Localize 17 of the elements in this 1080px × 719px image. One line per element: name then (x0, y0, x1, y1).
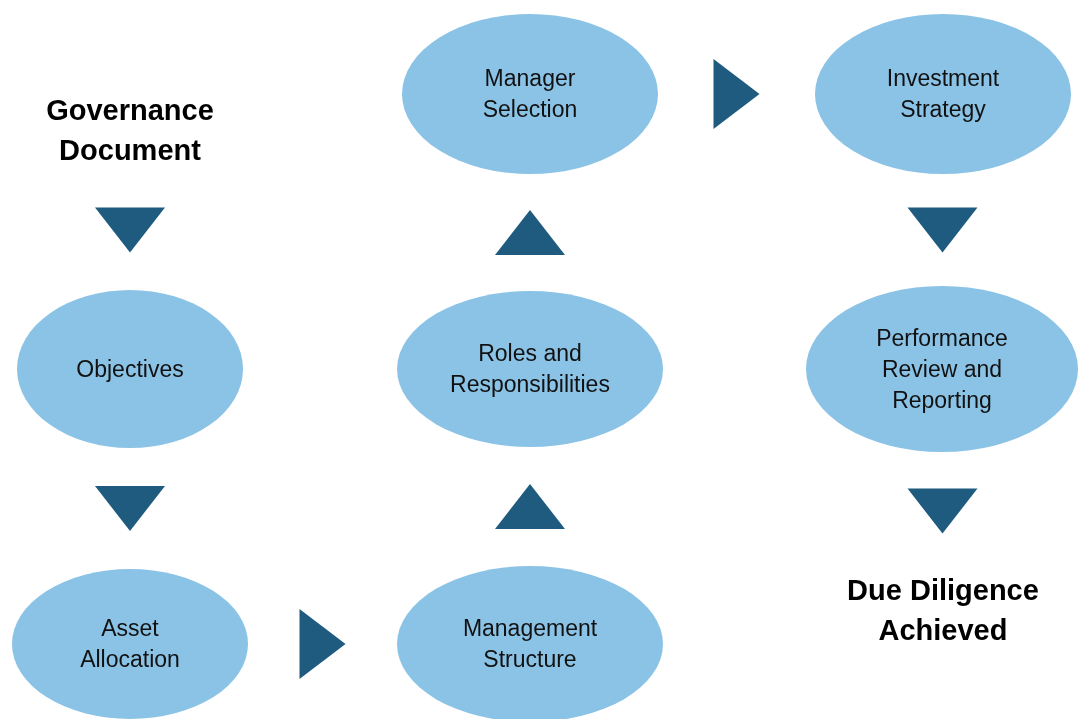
arrow (95, 207, 165, 253)
arrow (713, 59, 760, 129)
arrow (907, 488, 978, 534)
arrow (95, 486, 165, 531)
node-label: Asset Allocation (79, 614, 181, 674)
heading-text: Governance Document (30, 90, 230, 170)
heading-text: Due Diligence Achieved (830, 570, 1056, 650)
node-label: Objectives (75, 354, 185, 384)
arrow (299, 609, 346, 679)
node-label: Performance Review and Reporting (875, 323, 1009, 415)
arrow (495, 210, 565, 255)
arrow (495, 484, 565, 529)
arrow (907, 207, 978, 253)
node-label: Roles and Responsibilities (449, 339, 611, 399)
node-label: Management Structure (461, 614, 599, 674)
node-label: Manager Selection (481, 64, 579, 124)
node-label: Investment Strategy (885, 64, 1001, 124)
